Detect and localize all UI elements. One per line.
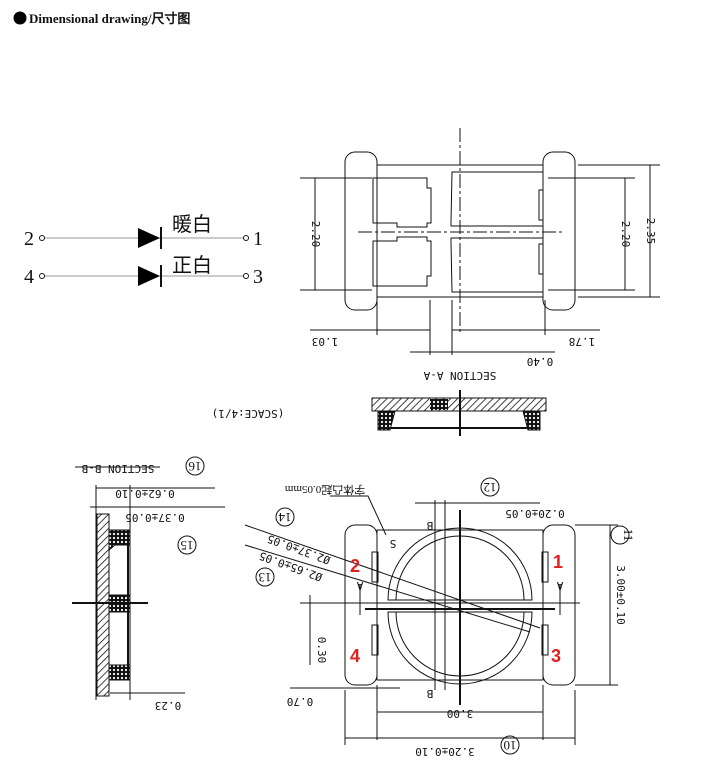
- section-mark: A: [356, 579, 363, 592]
- top-view: 2.20 2.20 2.35 1.03 1.78 0.40 SECTION A-…: [212, 128, 660, 436]
- bullet-icon: [13, 11, 27, 25]
- pin-number: 2: [350, 556, 360, 576]
- pin-label: 4: [24, 266, 34, 288]
- section-label: SECTION A-A: [423, 369, 496, 382]
- led-label: 正白: [172, 254, 212, 277]
- section-label: SECTION B-B: [81, 462, 154, 475]
- callout-number: 13: [259, 570, 272, 585]
- diode-icon: [138, 228, 160, 248]
- dim-label: 2.20: [619, 221, 632, 248]
- dim-label: 3.20±0.10: [415, 745, 475, 758]
- pin-number: 1: [553, 552, 563, 572]
- dim-label: 2.20: [309, 221, 322, 248]
- dim-label: 2.35: [644, 218, 657, 245]
- pin-number: 3: [551, 646, 561, 666]
- pin-number: 4: [350, 646, 360, 666]
- pin-label: 1: [253, 228, 263, 250]
- section-mark: A: [556, 579, 563, 592]
- section-mark: B: [426, 687, 433, 700]
- circuit-schematic: 2 1 暖白 4 3 正白: [24, 213, 263, 288]
- callout-number: 15: [181, 538, 194, 553]
- callout-number: 12: [484, 480, 497, 495]
- dim-label: 3.00±0.10: [614, 565, 627, 625]
- scale-label: (SCACE:4/1): [212, 407, 285, 420]
- dim-label: 1.78: [569, 335, 596, 348]
- callout-number: 11: [621, 529, 636, 542]
- callout-number: 14: [278, 510, 292, 525]
- callout-number: 10: [504, 738, 517, 753]
- section-bb-view: SECTION B-B 16 0.62±0.10 0.37±0.05 15 0.…: [72, 456, 225, 712]
- callout-number: 16: [188, 459, 202, 474]
- callout-circle: [185, 456, 205, 476]
- diode-icon: [138, 266, 160, 286]
- dim-label: 0.20±0.05: [505, 507, 565, 520]
- pin-label: 2: [24, 228, 34, 250]
- dim-label: 1.03: [312, 335, 339, 348]
- dim-label: 0.37±0.05: [125, 511, 185, 524]
- note-label: 字体凸起0.05mm: [284, 483, 365, 497]
- led-label: 暖白: [172, 213, 212, 236]
- bottom-view: 字体凸起0.05mm S 12 0.20±0.05 14 Ø2.37±0.05 …: [244, 477, 636, 758]
- pin-label: 3: [253, 266, 263, 288]
- page-title: Dimensional drawing/尺寸图: [29, 11, 190, 26]
- dim-label: 0.30: [315, 637, 328, 664]
- dim-label: 3.00: [447, 707, 474, 720]
- dim-label: 0.23: [155, 699, 182, 712]
- section-mark: B: [426, 519, 433, 532]
- polarity-mark: S: [390, 537, 397, 550]
- dim-label: 0.40: [527, 355, 554, 368]
- dim-label: 0.70: [287, 695, 314, 708]
- dim-label: 0.62±0.10: [115, 487, 175, 500]
